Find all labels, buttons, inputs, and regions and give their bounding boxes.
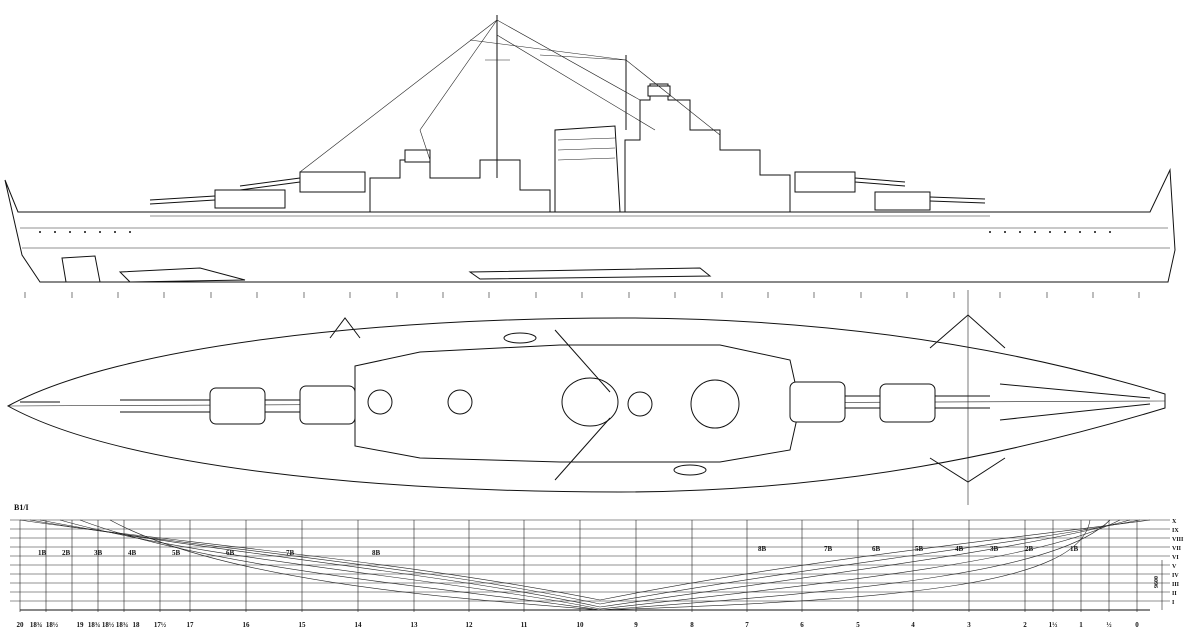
buttock-label-fwd: 1B	[1070, 545, 1079, 553]
waterline-label: VII	[1172, 546, 1182, 552]
frame-label: 4	[911, 621, 915, 629]
frame-label: 17	[187, 621, 195, 629]
buttock-label-aft: 4B	[128, 549, 137, 557]
frame-label: 18¾	[116, 621, 128, 629]
frame-label: 17½	[154, 621, 166, 629]
plan-view	[6, 290, 1166, 505]
buttock-label-fwd: 5B	[915, 545, 924, 553]
buttock-label-fwd: 7B	[824, 545, 833, 553]
frame-label: 12	[466, 621, 474, 629]
waterline-label: V	[1172, 564, 1177, 570]
portholes-aft	[39, 231, 131, 233]
plan-turret-a	[879, 383, 990, 423]
frame-label: 11	[521, 621, 528, 629]
waterline-label: III	[1172, 582, 1180, 588]
frame-label: 15	[299, 621, 307, 629]
frame-label: 3	[967, 621, 971, 629]
forward-turret-a	[874, 191, 986, 211]
plan-crane-arm-1	[554, 329, 611, 393]
frame-label: 9	[634, 621, 638, 629]
frame-label: 18¾	[88, 621, 100, 629]
waterline-label: VIII	[1172, 537, 1184, 543]
frame-label: 2	[1023, 621, 1027, 629]
frame-label: 18½	[46, 621, 58, 629]
lines-buttocks	[19, 519, 1151, 611]
waterline-label: X	[1172, 519, 1177, 525]
frame-label: 13	[411, 621, 419, 629]
waterline-label: IV	[1172, 573, 1179, 579]
frame-label: 6	[800, 621, 804, 629]
lines-stations	[19, 520, 1138, 612]
frame-label: 16	[243, 621, 251, 629]
plan-wing-fwd-stbd	[929, 457, 1006, 483]
buttock-label-aft: 3B	[94, 549, 103, 557]
plan-turret-d	[120, 387, 266, 425]
plan-funnel	[561, 377, 619, 427]
frame-label: 0	[1135, 621, 1139, 629]
plan-boat-stbd	[673, 464, 707, 476]
aft-rangefinder	[404, 149, 431, 163]
rudder	[61, 255, 101, 283]
bilge-keel	[468, 267, 712, 280]
buttock-label-aft: 7B	[286, 549, 295, 557]
rigging	[299, 19, 721, 173]
plan-secondary-turret-3	[627, 391, 653, 417]
waterline-label: I	[1172, 600, 1175, 606]
waterline-label: IX	[1172, 528, 1179, 534]
buttock-label-aft: 6B	[226, 549, 235, 557]
plan-secondary-turret-2	[447, 389, 473, 415]
profile-view	[4, 15, 1176, 283]
sheet-code: B1/I	[14, 503, 29, 512]
frame-label: 18¾	[30, 621, 42, 629]
buttock-label-fwd: 2B	[1025, 545, 1034, 553]
lines-plan: B1/I	[10, 503, 1184, 629]
plan-tower	[690, 379, 740, 429]
buttock-label-fwd: 8B	[758, 545, 767, 553]
frame-label: 10	[577, 621, 585, 629]
frame-label: 1½	[1049, 621, 1058, 629]
waterline-label: II	[1172, 591, 1177, 597]
lines-waterlines	[10, 519, 1170, 602]
propeller-shaft	[118, 267, 246, 283]
forward-tower	[624, 83, 791, 213]
frame-label: 1	[1079, 621, 1083, 629]
plan-boat-port	[503, 332, 537, 344]
plan-wing-aft-port	[329, 317, 361, 339]
plan-crane-arm-2	[554, 417, 611, 481]
buttock-label-aft: 2B	[62, 549, 71, 557]
funnel	[554, 125, 621, 213]
frame-label: 18½	[102, 621, 114, 629]
waterline-label: VI	[1172, 555, 1179, 561]
aft-turret-d	[149, 189, 286, 209]
frame-label: 7	[745, 621, 749, 629]
frame-label: ½	[1106, 621, 1111, 629]
buttock-label-aft: 5B	[172, 549, 181, 557]
portholes-fwd	[989, 231, 1111, 233]
frame-label: 19	[77, 621, 85, 629]
frame-label: 18	[133, 621, 141, 629]
fore-rangefinder	[647, 85, 671, 97]
aft-superstructure	[369, 159, 551, 213]
plan-secondary-turret-1	[367, 389, 393, 415]
depth-dimension-label: 9600	[1154, 576, 1160, 588]
frame-label: 8	[690, 621, 694, 629]
frame-label: 5	[856, 621, 860, 629]
buttock-label-fwd: 4B	[955, 545, 964, 553]
frame-label: 20	[17, 621, 25, 629]
frame-label: 14	[355, 621, 363, 629]
plan-turret-b	[789, 381, 880, 423]
buttock-label-aft: 8B	[372, 549, 381, 557]
buttock-label-fwd: 3B	[990, 545, 999, 553]
profile-frame-ticks	[24, 292, 1140, 298]
buttock-label-fwd: 6B	[872, 545, 881, 553]
buttock-label-aft: 1B	[38, 549, 47, 557]
forward-turret-b	[794, 171, 906, 193]
aft-turret-c	[239, 171, 366, 193]
